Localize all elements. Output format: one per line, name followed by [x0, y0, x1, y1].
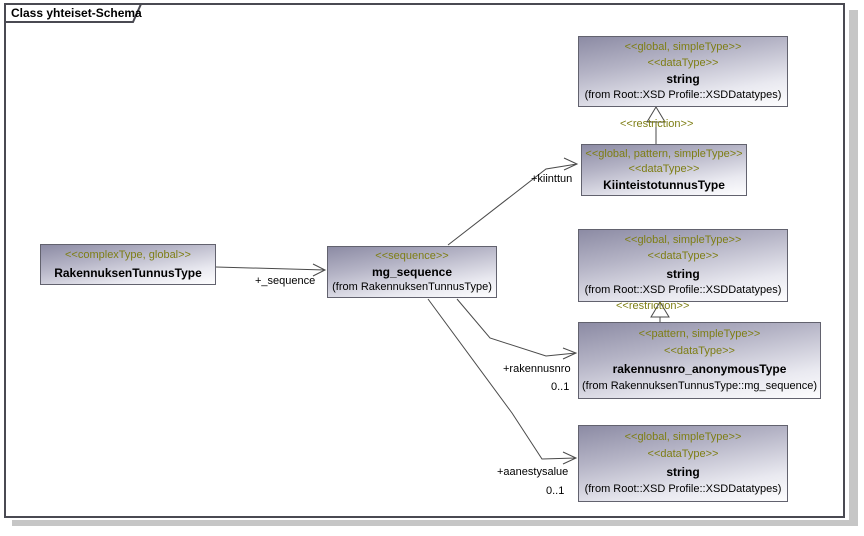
class-name: KiinteistotunnusType [603, 178, 725, 192]
class-name: mg_sequence [371, 265, 453, 279]
edge-label-restriction-mid[interactable]: <<restriction>> [616, 300, 690, 312]
diagram-title: Class yhteiset-Schema [11, 6, 142, 20]
stereotype-label: <<complexType, global>> [65, 249, 191, 262]
open-arrowhead [312, 263, 327, 277]
class-box-rakennusnro-anonymoustype[interactable]: <<pattern, simpleType>> <<dataType>> rak… [578, 322, 821, 399]
open-arrowhead [563, 157, 579, 171]
class-name: rakennusnro_anonymousType [612, 362, 787, 376]
class-name: RakennuksenTunnusType [54, 265, 202, 280]
edge-label-kiinttun[interactable]: +kiinttun [531, 173, 573, 185]
class-name: string [666, 72, 700, 87]
class-from-label: (from RakennuksenTunnusType) [332, 281, 492, 293]
association-sequence[interactable] [215, 263, 327, 277]
stereotype-label: <<pattern, simpleType>> [638, 328, 761, 340]
class-from-label: (from RakennuksenTunnusType::mg_sequence… [582, 380, 817, 392]
association-aanestysalue[interactable] [427, 298, 578, 465]
class-from-label: (from Root::XSD Profile::XSDDatatypes) [584, 89, 782, 102]
edge-label-aanestysalue[interactable]: +aanestysalue [497, 466, 569, 478]
stereotype-label: <<dataType>> [647, 56, 719, 69]
class-box-string-bottom[interactable]: <<global, simpleType>> <<dataType>> stri… [578, 425, 788, 502]
class-box-rakennuksentunnustype[interactable]: <<complexType, global>> RakennuksenTunnu… [40, 244, 216, 285]
stereotype-label: <<dataType>> [628, 163, 700, 175]
frame-shadow-bottom [12, 520, 858, 526]
stereotype-label: <<dataType>> [647, 448, 719, 460]
stereotype-label: <<global, simpleType>> [624, 234, 742, 247]
generalization-restriction-top[interactable] [646, 106, 666, 144]
stereotype-label: <<dataType>> [647, 250, 719, 263]
association-kiinttun[interactable] [447, 157, 579, 246]
edge-label-sequence[interactable]: +_sequence [255, 275, 316, 287]
title-tab [4, 3, 143, 23]
edge-multiplicity-rakennusnro[interactable]: 0..1 [551, 381, 570, 393]
class-box-mg-sequence[interactable]: <<sequence>> mg_sequence (from Rakennuks… [327, 246, 497, 298]
title-tab-shape [4, 3, 143, 23]
edge-multiplicity-aanestysalue[interactable]: 0..1 [546, 485, 565, 497]
class-name: string [666, 266, 700, 281]
class-from-label: (from Root::XSD Profile::XSDDatatypes) [584, 483, 782, 495]
edge-label-rakennusnro[interactable]: +rakennusnro [503, 363, 571, 375]
class-box-string-top[interactable]: <<global, simpleType>> <<dataType>> stri… [578, 36, 788, 107]
class-name: string [666, 465, 700, 479]
stereotype-label: <<global, simpleType>> [624, 40, 742, 53]
generalization-triangle [646, 106, 666, 123]
stereotype-label: <<sequence>> [375, 250, 449, 262]
stereotype-label: <<dataType>> [664, 345, 735, 357]
class-box-kiinteistotunnustype[interactable]: <<global, pattern, simpleType>> <<dataTy… [581, 144, 747, 196]
class-box-string-mid[interactable]: <<global, simpleType>> <<dataType>> stri… [578, 229, 788, 302]
association-rakennusnro[interactable] [456, 298, 578, 360]
stereotype-label: <<global, simpleType>> [624, 431, 742, 443]
generalization-restriction-mid[interactable] [650, 301, 670, 322]
class-from-label: (from Root::XSD Profile::XSDDatatypes) [584, 283, 782, 296]
open-arrowhead [562, 347, 578, 360]
edge-label-restriction-top[interactable]: <<restriction>> [620, 118, 694, 130]
generalization-triangle [650, 301, 670, 318]
stereotype-label: <<global, pattern, simpleType>> [585, 148, 743, 160]
open-arrowhead [562, 451, 578, 465]
frame-shadow-right [849, 10, 858, 524]
